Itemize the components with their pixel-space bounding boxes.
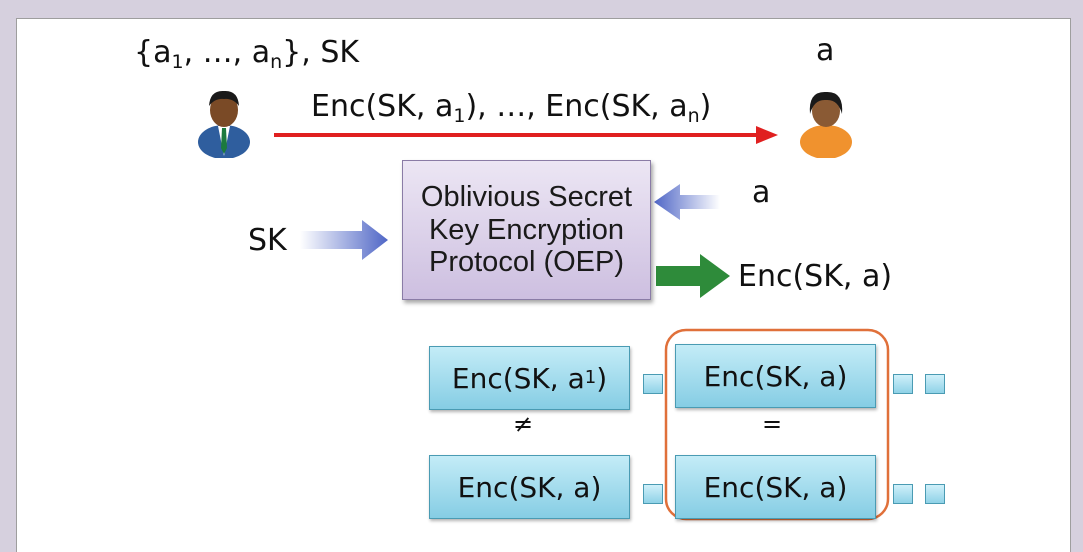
sender-set-label: {a1, …, an}, SK — [134, 35, 360, 73]
oep-line-3: Protocol (OEP) — [429, 246, 624, 279]
message-label: Enc(SK, a1), …, Enc(SK, an) — [311, 89, 712, 127]
compare-bottom-left: Enc(SK, a) — [429, 455, 630, 519]
a-input-arrow — [654, 184, 720, 220]
compare-top-right: Enc(SK, a) — [675, 344, 876, 408]
equality-highlight — [664, 328, 890, 521]
receiver-person-icon — [800, 91, 852, 158]
ellipsis-square — [643, 374, 663, 394]
not-equal-sign: ≠ — [513, 410, 534, 438]
equal-sign: = — [762, 410, 783, 438]
sender-person-icon — [198, 90, 250, 158]
ellipsis-square — [925, 484, 945, 504]
a-input-label: a — [752, 175, 771, 210]
oep-line-1: Oblivious Secret — [420, 181, 633, 214]
sk-input-arrow — [300, 220, 388, 260]
ellipsis-square — [893, 374, 913, 394]
receiver-label: a — [816, 33, 835, 68]
send-arrow — [274, 126, 778, 144]
ellipsis-square — [893, 484, 913, 504]
output-arrow — [656, 254, 730, 298]
compare-bottom-right: Enc(SK, a) — [675, 455, 876, 519]
ellipsis-square — [643, 484, 663, 504]
oep-line-2: Key Encryption — [428, 213, 625, 246]
oep-box: Oblivious Secret Key Encryption Protocol… — [402, 160, 651, 300]
ellipsis-square — [925, 374, 945, 394]
sk-input-label: SK — [248, 223, 287, 258]
output-label: Enc(SK, a) — [738, 259, 893, 294]
